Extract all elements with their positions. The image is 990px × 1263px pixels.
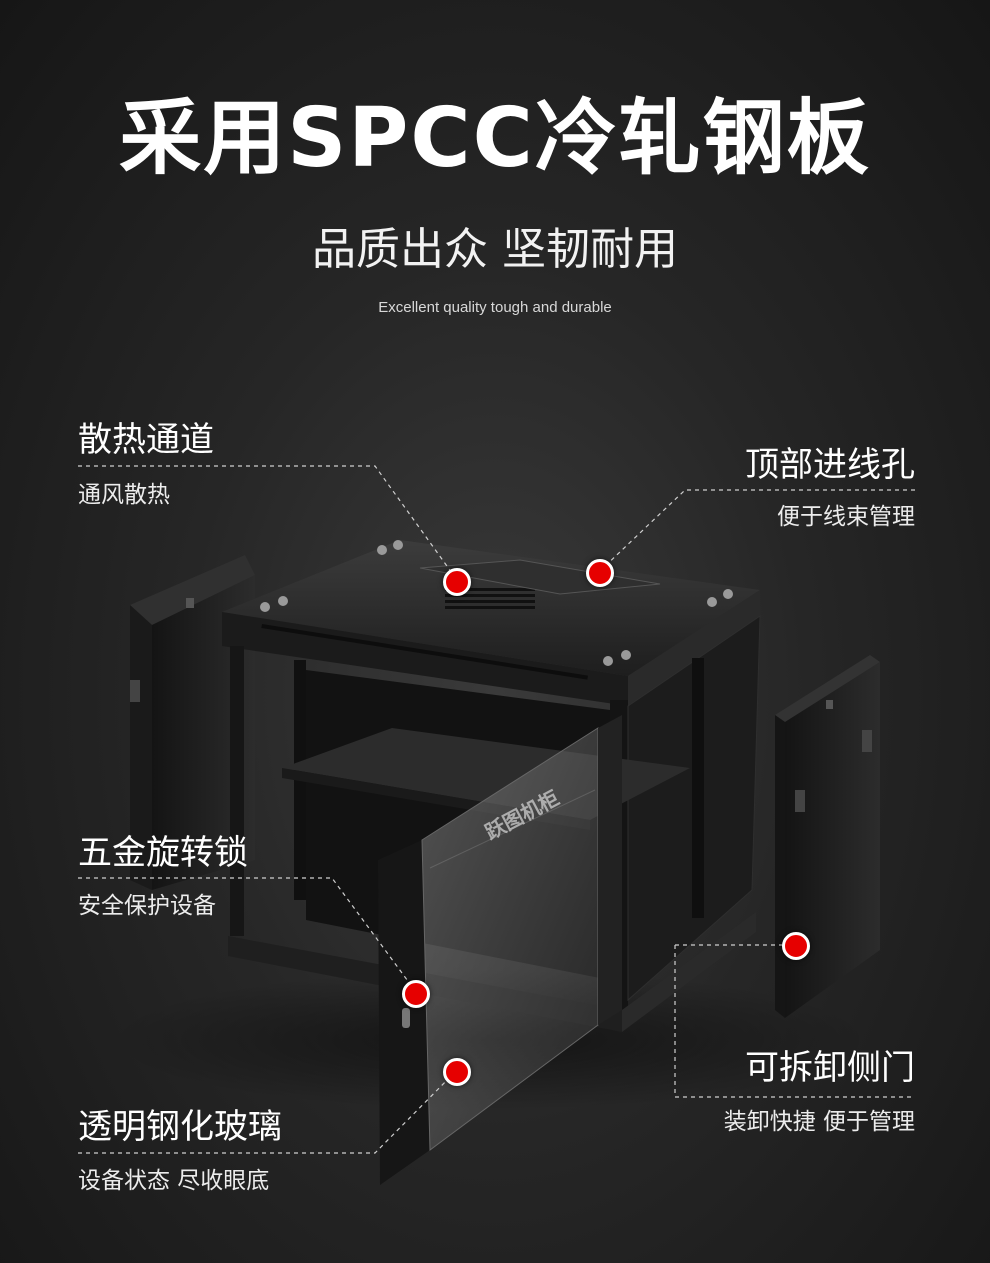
hotspot-vent[interactable] [443, 568, 471, 596]
hotspot-lock[interactable] [402, 980, 430, 1008]
left-side-door [130, 555, 255, 890]
hotspot-glass[interactable] [443, 1058, 471, 1086]
callout-glass-desc: 设备状态 尽收眼底 [78, 1168, 270, 1194]
callout-cable-desc: 便于线束管理 [777, 504, 915, 530]
callout-lock-desc: 安全保护设备 [78, 893, 216, 919]
leader-lines [78, 465, 915, 1154]
callout-vent-desc: 通风散热 [78, 482, 170, 508]
callout-door-title: 可拆卸侧门 [745, 1048, 915, 1088]
callout-door-desc: 装卸快捷 便于管理 [723, 1109, 915, 1135]
callout-lock-title: 五金旋转锁 [78, 833, 248, 873]
subline: 品质出众 坚韧耐用 [312, 224, 678, 275]
english-subline: Excellent quality tough and durable [378, 299, 612, 316]
hotspot-side-door[interactable] [782, 932, 810, 960]
hotspot-cable-hole[interactable] [586, 559, 614, 587]
right-side-door [775, 655, 880, 1018]
callout-glass-title: 透明钢化玻璃 [78, 1107, 282, 1147]
glass-front-door: 跃图机柜 [378, 715, 622, 1185]
callout-cable-title: 顶部进线孔 [745, 445, 915, 485]
headline: 采用SPCC冷轧钢板 [119, 91, 871, 186]
rotary-lock-handle [402, 1008, 410, 1028]
callout-vent-title: 散热通道 [78, 420, 214, 460]
